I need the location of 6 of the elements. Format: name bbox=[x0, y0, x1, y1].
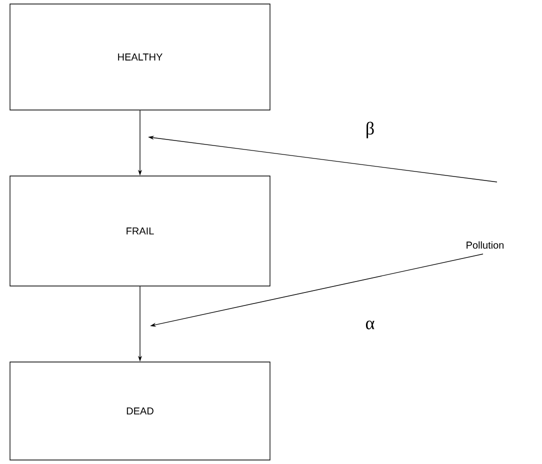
edge-label: β bbox=[366, 122, 374, 138]
state-box: DEAD bbox=[10, 362, 270, 460]
state-box: FRAIL bbox=[10, 176, 270, 286]
edge-label: α bbox=[366, 320, 374, 330]
state-box: HEALTHY bbox=[10, 4, 270, 110]
source-label: Pollution bbox=[466, 241, 504, 249]
